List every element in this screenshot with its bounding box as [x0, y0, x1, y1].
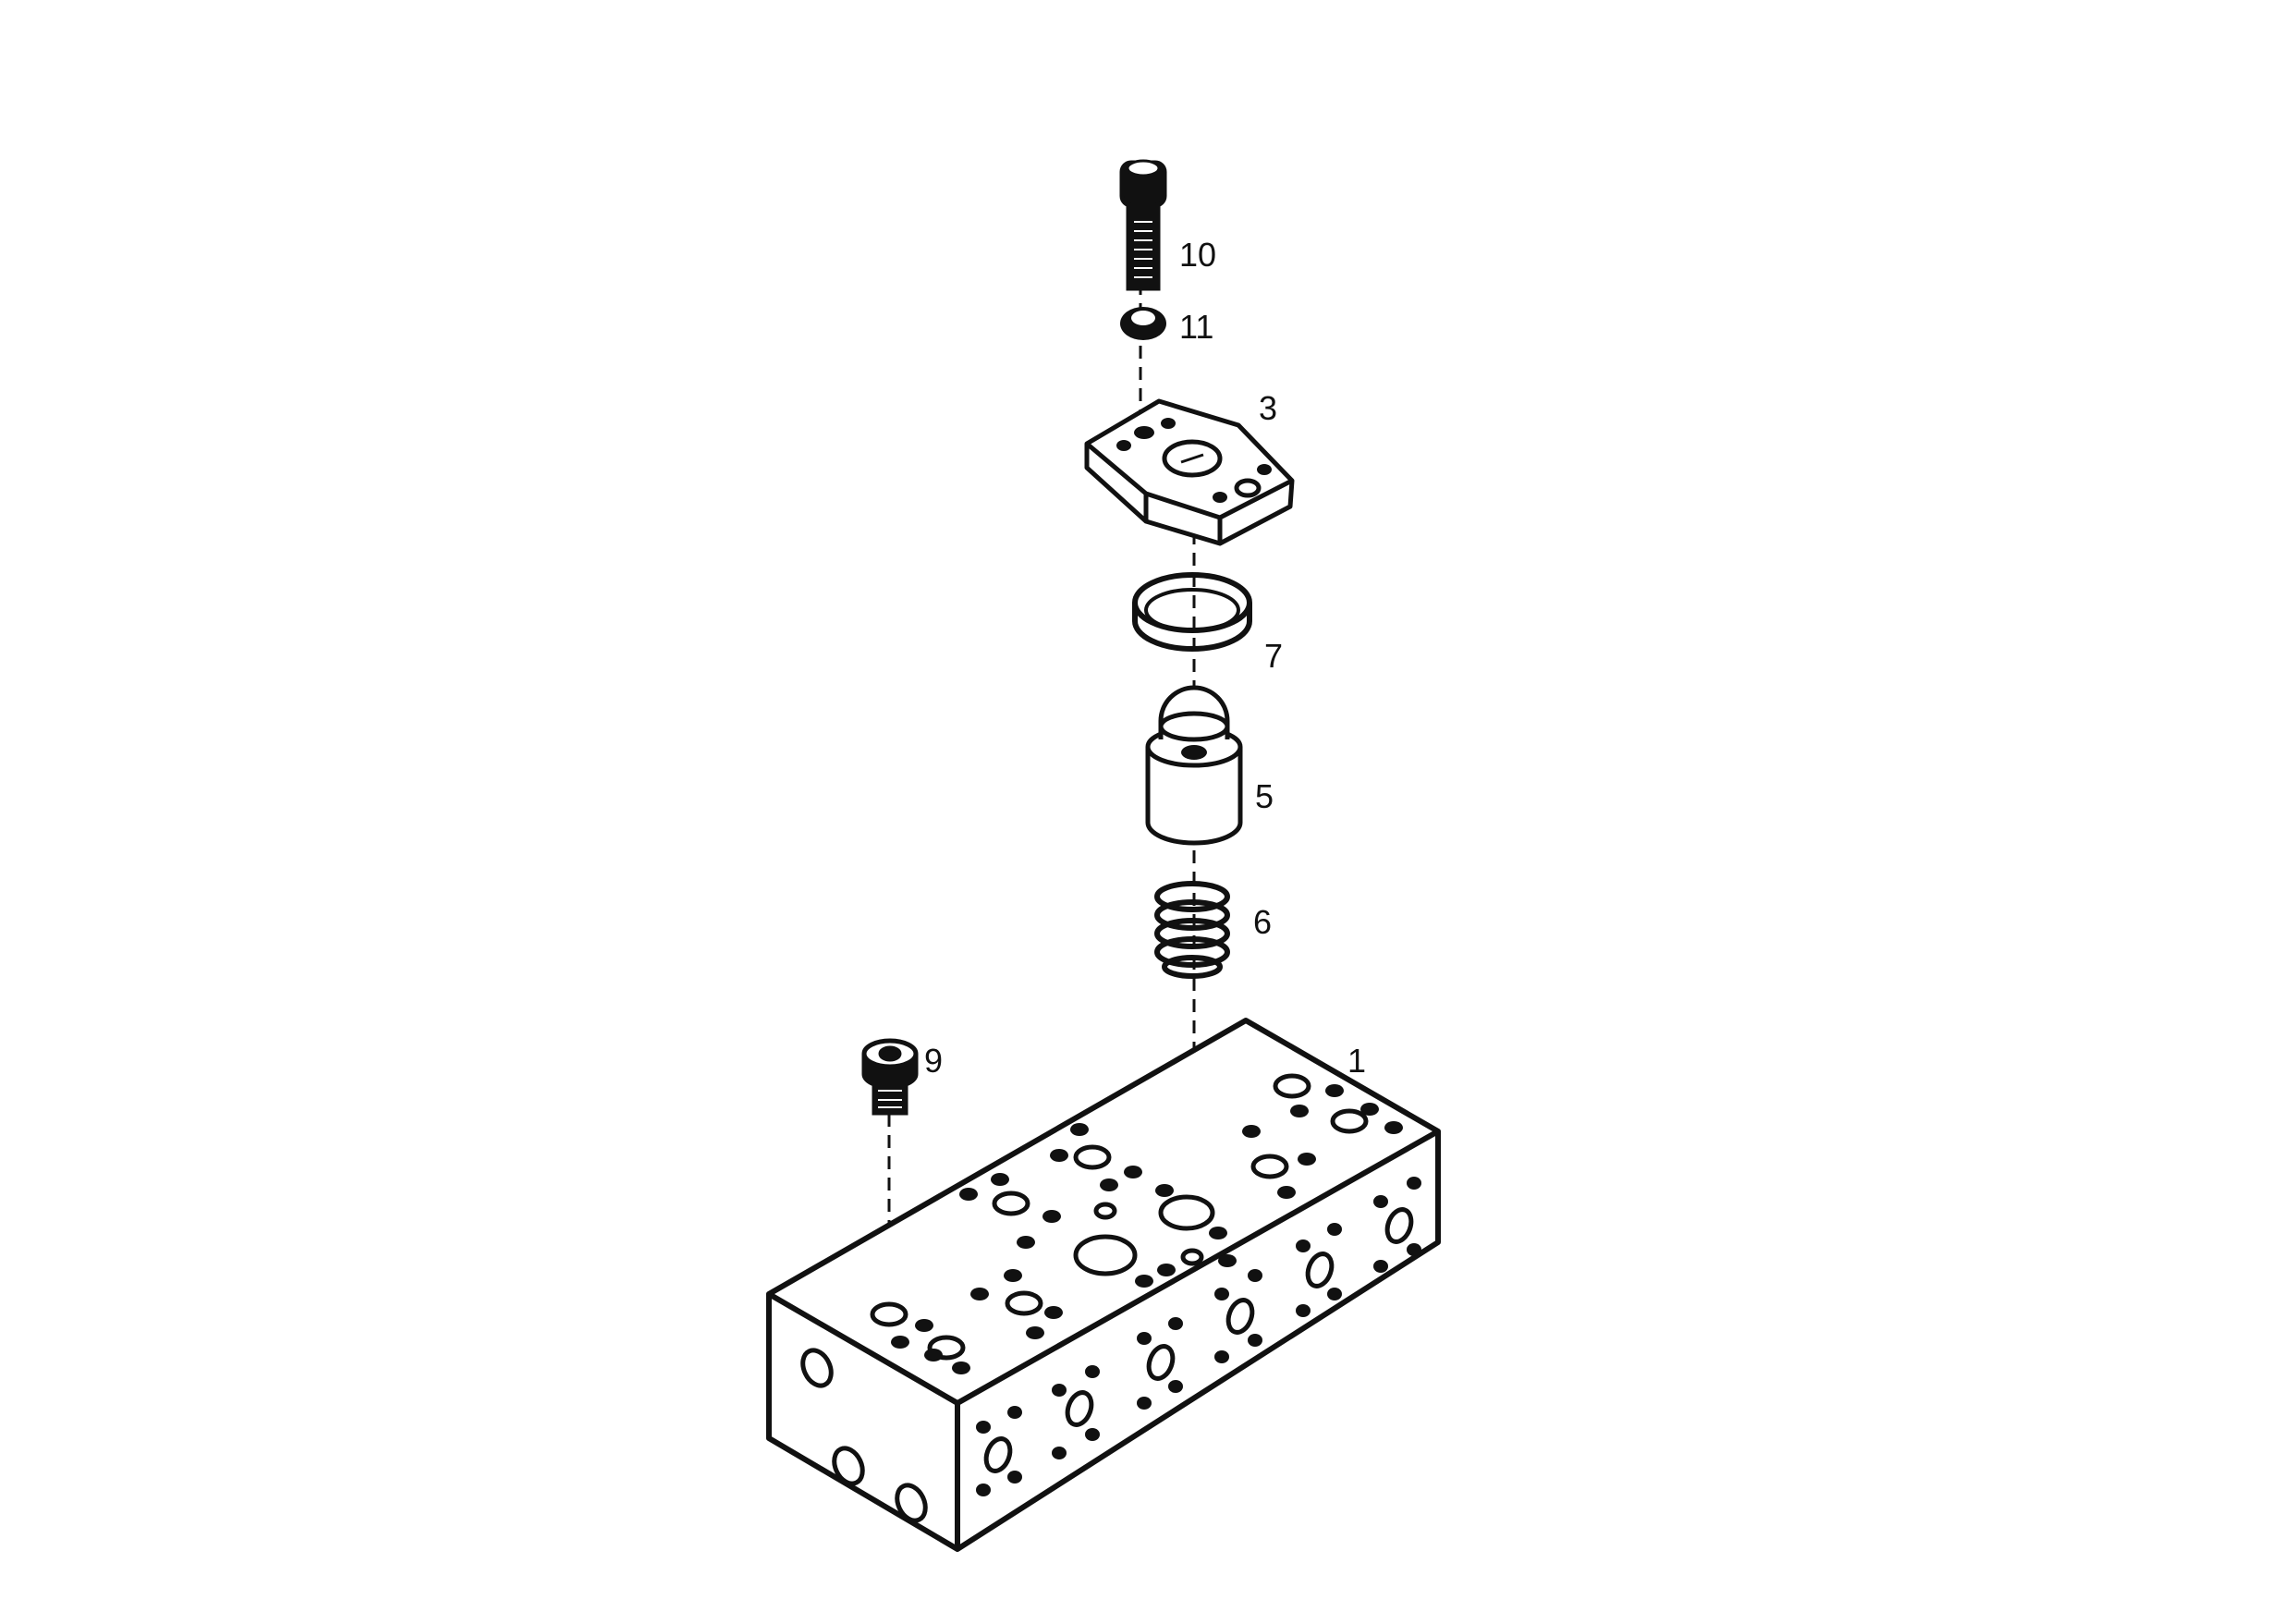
- valve-block-part: [766, 1018, 1441, 1552]
- washer-part: [1120, 307, 1166, 340]
- callout-7: 7: [1264, 637, 1283, 675]
- callout-11: 11: [1179, 308, 1213, 346]
- block-end-ports: [800, 1348, 928, 1523]
- cap-screw-part: [1119, 159, 1167, 291]
- block-top-bolt-holes: [891, 1084, 1403, 1374]
- callout-5: 5: [1255, 777, 1274, 815]
- block-top-ports: [870, 1073, 1369, 1361]
- callout-3: 3: [1259, 389, 1277, 427]
- callout-1: 1: [1347, 1042, 1366, 1080]
- screw-plug-part: [861, 1038, 919, 1116]
- block-front-bolt-holes: [976, 1177, 1421, 1496]
- seal-ring-part: [1132, 572, 1252, 652]
- valve-piston-part: [1145, 685, 1243, 846]
- callout-labels: 10 11 3 7 5 6 9 1: [924, 236, 1366, 1080]
- cover-plate-part: [1084, 398, 1295, 546]
- block-front-ports: [983, 1207, 1414, 1473]
- spring-part: [1154, 881, 1230, 979]
- callout-9: 9: [924, 1042, 943, 1080]
- callout-6: 6: [1253, 903, 1272, 941]
- callout-10: 10: [1179, 236, 1216, 274]
